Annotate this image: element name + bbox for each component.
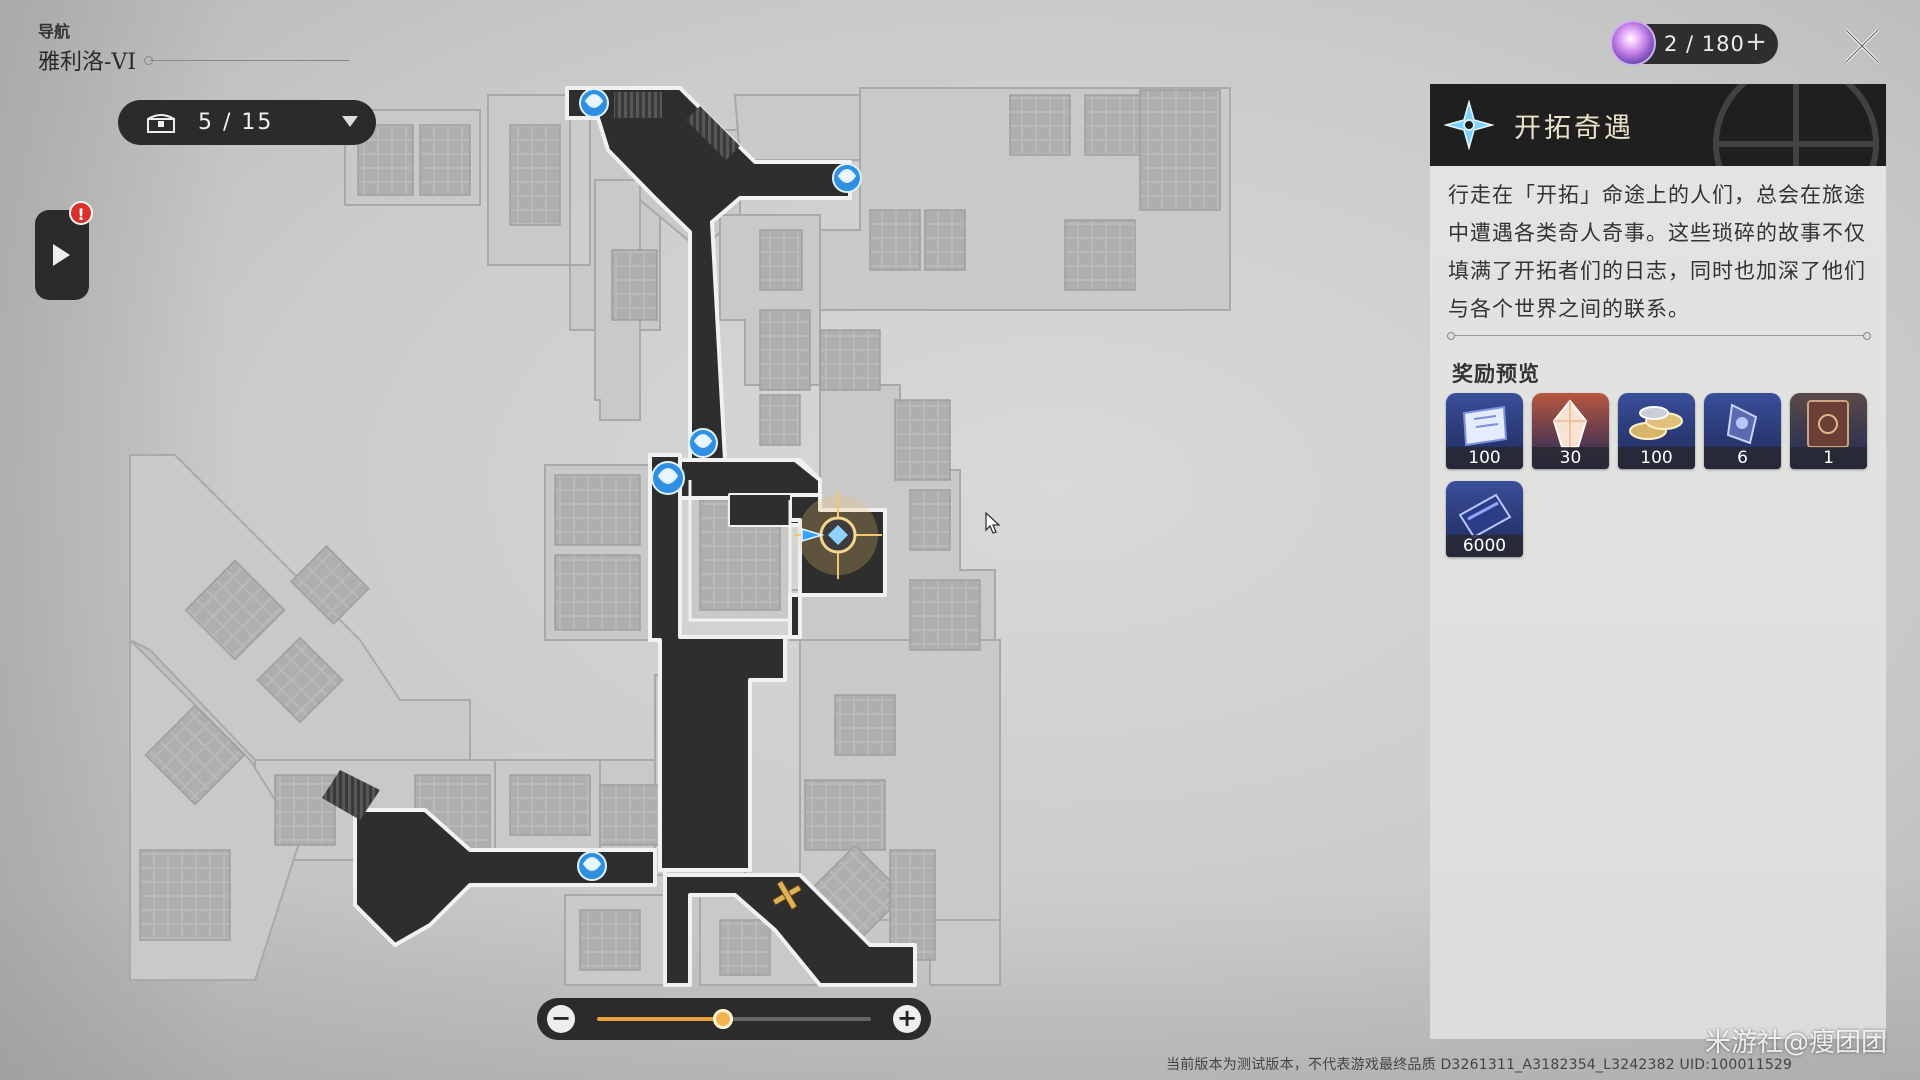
panel-title: 开拓奇遇 — [1514, 113, 1634, 144]
space-anchor-icon — [688, 428, 718, 458]
navigation-label: 导航 — [38, 22, 71, 41]
player-location-icon — [794, 491, 882, 579]
credit-card-icon — [1458, 493, 1512, 539]
map-corridor-lines — [688, 480, 792, 622]
reward-item[interactable]: 30 — [1532, 393, 1609, 469]
zoom-control: − + — [537, 998, 931, 1040]
chevron-down-icon — [342, 116, 358, 127]
zoom-out-button[interactable]: − — [547, 1005, 575, 1033]
reward-item[interactable]: 6 — [1704, 393, 1781, 469]
add-power-button[interactable]: + — [1745, 27, 1767, 57]
reward-count: 100 — [1446, 447, 1523, 469]
trailblaze-power-counter[interactable]: 2 / 180 + — [1610, 20, 1778, 66]
reward-count: 6 — [1704, 447, 1781, 469]
navigation-header: 导航 雅利洛-VI — [38, 18, 351, 76]
exp-material-icon — [1726, 403, 1758, 445]
chest-counter-dropdown[interactable]: 5 / 15 — [118, 100, 376, 145]
chest-counter-text: 5 / 15 — [198, 110, 274, 135]
panel-description: 行走在「开拓」命途上的人们，总会在旅途中遭遇各类奇人奇事。这些琐碎的故事不仅填满… — [1448, 183, 1866, 321]
zoom-slider[interactable] — [597, 1009, 871, 1029]
reward-count: 30 — [1532, 447, 1609, 469]
reward-item[interactable]: 1 — [1790, 393, 1867, 469]
reward-item[interactable]: 100 — [1618, 393, 1695, 469]
reward-item[interactable]: 6000 — [1446, 481, 1523, 557]
star-rail-pass-icon — [1462, 405, 1508, 447]
reward-count: 1 — [1790, 447, 1867, 469]
build-info-footer: 当前版本为测试版本，不代表游戏最终品质 D3261311_A3182354_L3… — [1166, 1057, 1793, 1073]
quest-marker-icon — [771, 879, 803, 911]
reward-preview-title: 奖励预览 — [1452, 362, 1540, 386]
mouse-cursor-icon — [985, 512, 1001, 534]
space-anchor-icon — [579, 88, 609, 118]
expand-side-menu-button[interactable] — [35, 210, 89, 300]
close-icon[interactable] — [1842, 26, 1882, 66]
zoom-in-button[interactable]: + — [893, 1005, 921, 1033]
panel-header: 开拓奇遇 — [1430, 84, 1886, 166]
space-anchor-icon — [651, 461, 685, 495]
reward-count: 6000 — [1446, 535, 1523, 557]
zoom-slider-fill — [597, 1017, 724, 1021]
map-corridors — [322, 86, 917, 987]
reward-item[interactable]: 100 — [1446, 393, 1523, 469]
trailblaze-compass-icon — [1444, 100, 1494, 150]
teleport-anchor-icons — [577, 88, 862, 881]
play-arrow-icon — [53, 244, 70, 266]
watermark-text: 米游社@瘦团团 — [1705, 1028, 1888, 1058]
trailblaze-power-icon — [1610, 20, 1656, 66]
trailblaze-power-text: 2 / 180 — [1664, 32, 1745, 56]
region-name-text: 雅利洛-VI — [38, 50, 137, 75]
event-info-panel: 开拓奇遇 行走在「开拓」命途上的人们，总会在旅途中遭遇各类奇人奇事。这些琐碎的故… — [1430, 84, 1886, 1039]
panel-divider — [1447, 332, 1871, 340]
reward-count: 100 — [1618, 447, 1695, 469]
region-divider — [144, 55, 351, 65]
credit-coins-icon — [1629, 406, 1683, 440]
stellar-jade-icon — [1552, 399, 1588, 448]
zoom-slider-handle[interactable] — [713, 1009, 734, 1029]
region-name[interactable]: 雅利洛-VI — [38, 44, 351, 76]
space-anchor-icon — [577, 851, 607, 881]
decorative-emblem-icon — [1713, 84, 1879, 166]
alert-badge: ! — [69, 201, 93, 225]
chest-icon — [147, 113, 175, 133]
space-anchor-icon — [832, 163, 862, 193]
